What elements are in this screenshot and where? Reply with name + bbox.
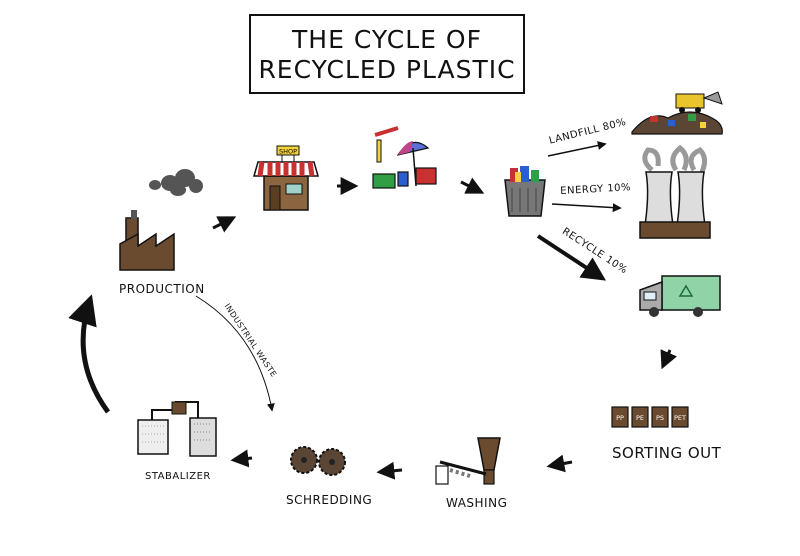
power-plant-icon [639, 144, 711, 239]
arrow-washing-to-shredder [376, 461, 403, 480]
arrow-landfill [547, 141, 607, 157]
arrow-truck-to-sorting [660, 349, 678, 370]
beach-items-icon [372, 126, 437, 189]
bin-label-pp: PP [616, 414, 624, 422]
stabalizer-label: STABALIZER [145, 471, 211, 482]
shop-sign-label: SHOP [279, 148, 297, 156]
washing-machine-icon [435, 437, 501, 485]
arrow-energy [551, 203, 622, 213]
washing-label: WASHING [446, 496, 508, 510]
title-box: THE CYCLE OF RECYCLED PLASTIC [249, 14, 525, 94]
cycle-arrows [68, 141, 678, 480]
stabilizer-icon [137, 401, 217, 457]
trash-bin-icon [504, 166, 546, 217]
shop-icon: SHOP [253, 145, 319, 211]
recycling-truck-icon [639, 275, 721, 317]
schredding-label: SCHREDDING [286, 493, 373, 507]
arrow-recycle [536, 234, 607, 281]
factory-icon [119, 169, 203, 271]
sorting-bin-labels: PP PE PS PET [616, 414, 686, 422]
title-line-2: RECYCLED PLASTIC [258, 55, 516, 84]
bin-label-pe: PE [636, 414, 644, 422]
arrow-sorting-to-washing [546, 454, 573, 473]
arrow-stabilizer-to-production [68, 294, 111, 414]
arrow-production-to-shop [212, 216, 237, 233]
arrow-shredder-to-stabilizer [230, 449, 253, 468]
shredder-icon [290, 446, 346, 476]
sorting-out-label: SORTING OUT [612, 444, 722, 462]
arrow-beach-to-bin [460, 177, 485, 194]
production-label: PRODUCTION [119, 282, 205, 296]
landfill-icon [631, 91, 723, 135]
bin-label-ps: PS [656, 414, 664, 422]
bin-label-pet: PET [674, 414, 686, 422]
title-line-1: THE CYCLE OF [292, 25, 482, 54]
arrow-industrial-waste [195, 295, 275, 412]
sorting-bins-icon [611, 406, 689, 428]
